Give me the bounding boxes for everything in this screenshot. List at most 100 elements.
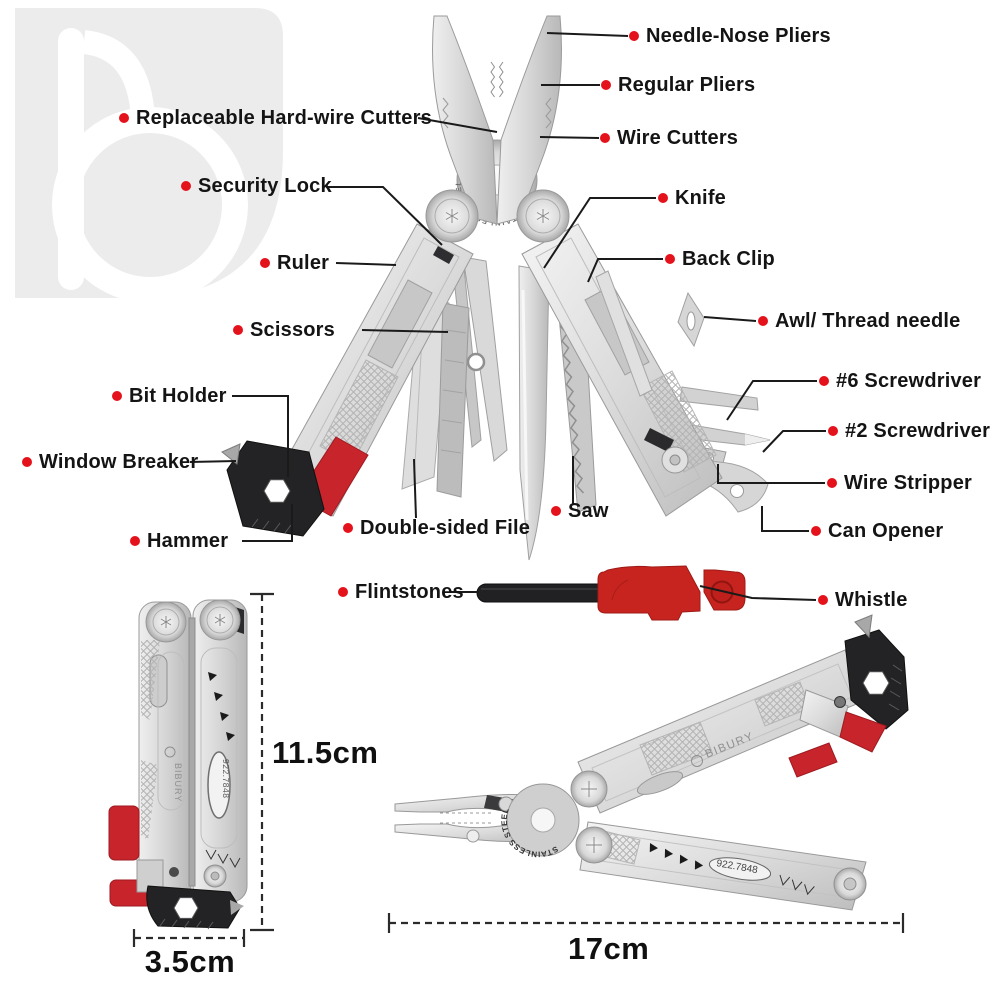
label-bit-holder: Bit Holder [112,381,227,411]
bullet-dot-icon [260,258,270,268]
brand-folded: BIBURY [173,763,183,802]
pliers-head: STAINLESS STEEL [425,15,570,243]
bullet-dot-icon [665,254,675,264]
hex-hole [173,897,199,919]
back-clip-strip [595,270,653,397]
bullet-dot-icon [130,536,140,546]
model-number-folded: 922.7848 [221,759,231,798]
bullet-dot-icon [119,113,129,123]
label-text: Awl/ Thread needle [775,309,961,332]
label-text: #6 Screwdriver [836,369,982,392]
bullet-dot-icon [601,80,611,90]
opened-pliers-illustration: BIBURY 922.7848 [394,614,909,911]
label-whistle: Whistle [818,585,908,615]
label-text: Knife [675,186,726,209]
left-handle [275,223,474,517]
hex-hole-open [862,671,890,695]
bullet-dot-icon [658,193,668,203]
label-text: Can Opener [828,519,944,542]
label-back-clip: Back Clip [665,244,775,274]
label-text: Hammer [147,529,229,552]
bullet-dot-icon [112,391,122,401]
label-awl-thread-needle: Awl/ Thread needle [758,306,961,336]
window-breaker-spike-open [854,614,873,639]
label-text: Ruler [277,251,330,274]
red-wedge-open [839,711,887,753]
fire-starter-body [597,565,701,621]
flint-rod [476,583,616,603]
label-text: Regular Pliers [618,73,756,96]
upper-handle: BIBURY [577,649,867,814]
label-text: Replaceable Hard-wire Cutters [136,106,432,129]
bullet-dot-icon [818,595,828,605]
label-window-breaker: Window Breaker [22,447,198,477]
label-text: Scissors [250,318,335,341]
bullet-dot-icon [828,426,838,436]
bullet-dot-icon [338,587,348,597]
label-knife: Knife [658,183,726,213]
bullet-dot-icon [819,376,829,386]
label-needle-nose-pliers: Needle-Nose Pliers [629,21,831,51]
label-text: Whistle [835,588,908,611]
red-accent-upper-handle [788,742,838,778]
chevron-marks [205,849,241,869]
red-lanyard-clip [108,805,140,861]
main-multitool-illustration: STAINLESS STEEL [221,15,771,561]
dimension-length: 17cm [568,931,650,966]
bullet-dot-icon [600,133,610,143]
hammer-head [221,440,325,537]
label-text: Saw [568,499,609,522]
bullet-dot-icon [343,523,353,533]
folded-hammer-head [146,885,244,930]
dimension-width: 3.5cm [144,944,236,979]
label-saw: Saw [551,496,609,526]
label-ruler: Ruler [260,248,329,278]
label-screwdriver-2: #2 Screwdriver [828,416,990,446]
engraved-arrow-marks [208,672,235,741]
chevron-marks-open [779,874,815,896]
label-text: Bit Holder [129,384,227,407]
label-wire-stripper: Wire Stripper [827,468,972,498]
bullet-dot-icon [22,457,32,467]
right-handle [521,223,723,517]
label-text: Wire Stripper [844,471,973,494]
bullet-dot-icon [551,506,561,516]
security-lock-lever [433,246,454,264]
engraved-arrow-marks-open [649,843,704,870]
bullet-dot-icon [233,325,243,335]
label-text: Wire Cutters [617,126,739,149]
bullet-dot-icon [811,526,821,536]
dimension-height: 11.5cm [272,735,379,770]
needle-nose-jaw-right [496,15,562,225]
open-pliers-jaws: STAINLESS STEEL [394,770,613,864]
lower-handle: 922.7848 [579,821,867,911]
bullet-dot-icon [181,181,191,191]
fire-starter-illustration [476,565,746,621]
label-text: Security Lock [198,174,332,197]
label-screwdriver-6: #6 Screwdriver [819,366,981,396]
bullet-dot-icon [827,478,837,488]
bullet-dot-icon [629,31,639,41]
watermark-logo [15,8,283,303]
needle-nose-jaw-left [432,15,498,225]
double-sided-file-blade [401,295,470,498]
label-wire-cutters: Wire Cutters [600,123,738,153]
bullet-dot-icon [758,316,768,326]
label-text: Flintstones [355,580,464,603]
awl-blade [677,291,705,348]
open-hammer-head [799,614,909,753]
dimension-lines [132,592,905,947]
label-scissors: Scissors [233,315,335,345]
label-text: Double-sided File [360,516,531,539]
hex-bit-holder-hole [263,479,291,503]
label-double-sided-file: Double-sided File [343,513,530,543]
label-text: Window Breaker [39,450,199,473]
label-regular-pliers: Regular Pliers [601,70,755,100]
label-hammer: Hammer [130,526,228,556]
label-replaceable-hard-wire-cutters: Replaceable Hard-wire Cutters [119,103,432,133]
label-text: Needle-Nose Pliers [646,24,831,47]
label-security-lock: Security Lock [181,171,332,201]
label-text: #2 Screwdriver [845,419,991,442]
